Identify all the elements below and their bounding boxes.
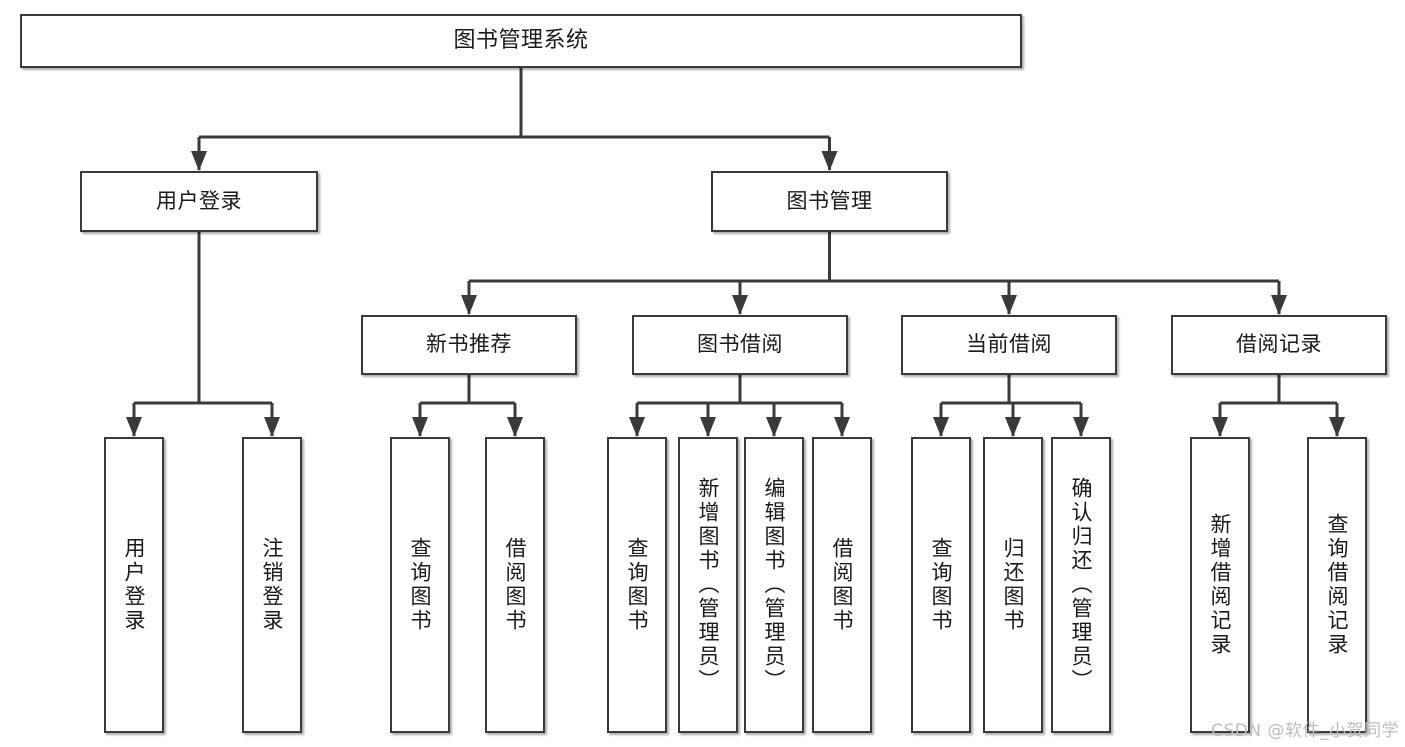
node-user-login-label: 用户登录 [156, 188, 242, 213]
node-leaf-query-borrow-record[interactable]: 查询借阅记录 [1307, 437, 1367, 733]
node-leaf-edit-book-label: 编辑图书（管理员） [762, 477, 787, 693]
node-leaf-query-book-3[interactable]: 查询图书 [911, 437, 971, 733]
node-book-manage[interactable]: 图书管理 [711, 171, 948, 232]
node-book-borrow[interactable]: 图书借阅 [632, 315, 848, 375]
node-current-borrow-label: 当前借阅 [966, 332, 1052, 357]
node-leaf-query-borrow-record-label: 查询借阅记录 [1325, 513, 1350, 657]
node-book-borrow-label: 图书借阅 [697, 332, 783, 357]
node-leaf-return-book-label: 归还图书 [1001, 537, 1026, 633]
node-new-book-recommend-label: 新书推荐 [426, 332, 512, 357]
node-leaf-query-book-3-label: 查询图书 [929, 537, 954, 633]
node-leaf-logout[interactable]: 注销登录 [242, 437, 302, 733]
node-leaf-confirm-return-label: 确认归还（管理员） [1069, 477, 1094, 693]
node-leaf-add-book-label: 新增图书（管理员） [696, 477, 721, 693]
node-leaf-query-book-1[interactable]: 查询图书 [390, 437, 450, 733]
node-leaf-add-borrow-record-label: 新增借阅记录 [1208, 513, 1233, 657]
node-leaf-add-book[interactable]: 新增图书（管理员） [678, 437, 738, 733]
node-leaf-borrow-book-1[interactable]: 借阅图书 [485, 437, 545, 733]
node-leaf-query-book-2[interactable]: 查询图书 [607, 437, 667, 733]
node-leaf-query-book-1-label: 查询图书 [408, 537, 433, 633]
node-leaf-borrow-book-1-label: 借阅图书 [503, 537, 528, 633]
node-leaf-return-book[interactable]: 归还图书 [983, 437, 1043, 733]
watermark-text: CSDN @软件_小贺同学 [1211, 721, 1399, 741]
node-current-borrow[interactable]: 当前借阅 [901, 315, 1117, 375]
node-leaf-user-login[interactable]: 用户登录 [104, 437, 164, 733]
node-leaf-add-borrow-record[interactable]: 新增借阅记录 [1190, 437, 1250, 733]
node-user-login[interactable]: 用户登录 [80, 171, 318, 232]
node-leaf-logout-label: 注销登录 [260, 537, 285, 633]
node-leaf-user-login-label: 用户登录 [122, 537, 147, 633]
node-leaf-query-book-2-label: 查询图书 [625, 537, 650, 633]
node-leaf-borrow-book-2-label: 借阅图书 [830, 537, 855, 633]
node-leaf-borrow-book-2[interactable]: 借阅图书 [812, 437, 872, 733]
node-borrow-record-label: 借阅记录 [1236, 332, 1322, 357]
node-root[interactable]: 图书管理系统 [20, 14, 1022, 68]
node-borrow-record[interactable]: 借阅记录 [1171, 315, 1387, 375]
node-leaf-confirm-return[interactable]: 确认归还（管理员） [1051, 437, 1111, 733]
node-new-book-recommend[interactable]: 新书推荐 [361, 315, 577, 375]
node-leaf-edit-book[interactable]: 编辑图书（管理员） [744, 437, 804, 733]
node-root-label: 图书管理系统 [453, 27, 589, 53]
node-book-manage-label: 图书管理 [786, 188, 873, 213]
